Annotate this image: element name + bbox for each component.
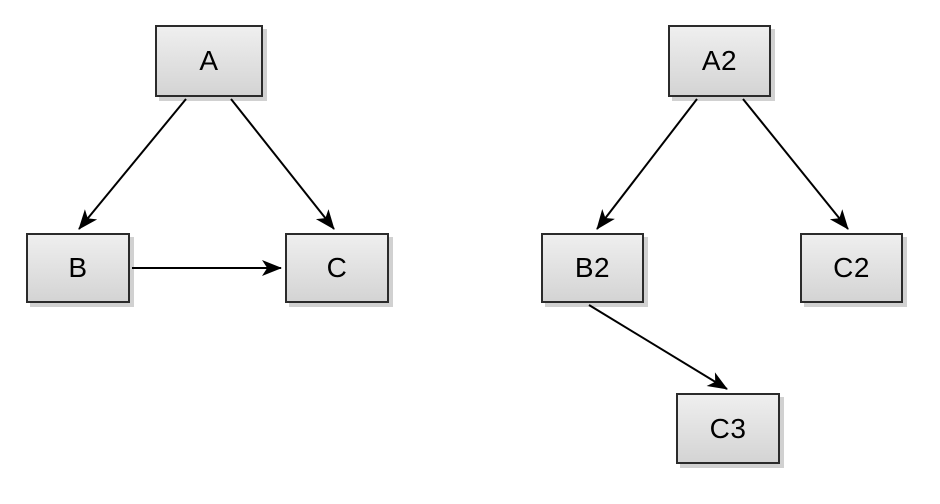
edge-a-c[interactable] — [230, 98, 335, 230]
node-a[interactable]: A — [155, 25, 263, 97]
node-label: C3 — [709, 412, 747, 444]
edge-a-b[interactable] — [78, 98, 187, 230]
node-label: C — [326, 252, 348, 283]
node-label: B — [68, 252, 88, 283]
edge-a2-b2[interactable] — [596, 98, 698, 230]
edge-a2-c2[interactable] — [742, 98, 849, 230]
node-label: C2 — [833, 252, 870, 283]
edge-b2-c3[interactable] — [588, 304, 728, 390]
node-c3[interactable]: C3 — [676, 393, 780, 464]
node-a2[interactable]: A2 — [668, 25, 771, 97]
node-label: A2 — [701, 45, 738, 76]
node-c2[interactable]: C2 — [800, 233, 903, 303]
node-c[interactable]: C — [285, 233, 389, 303]
node-label: B2 — [574, 252, 611, 283]
node-label: A — [199, 45, 219, 76]
node-b[interactable]: B — [26, 233, 130, 303]
node-b2[interactable]: B2 — [541, 233, 644, 303]
